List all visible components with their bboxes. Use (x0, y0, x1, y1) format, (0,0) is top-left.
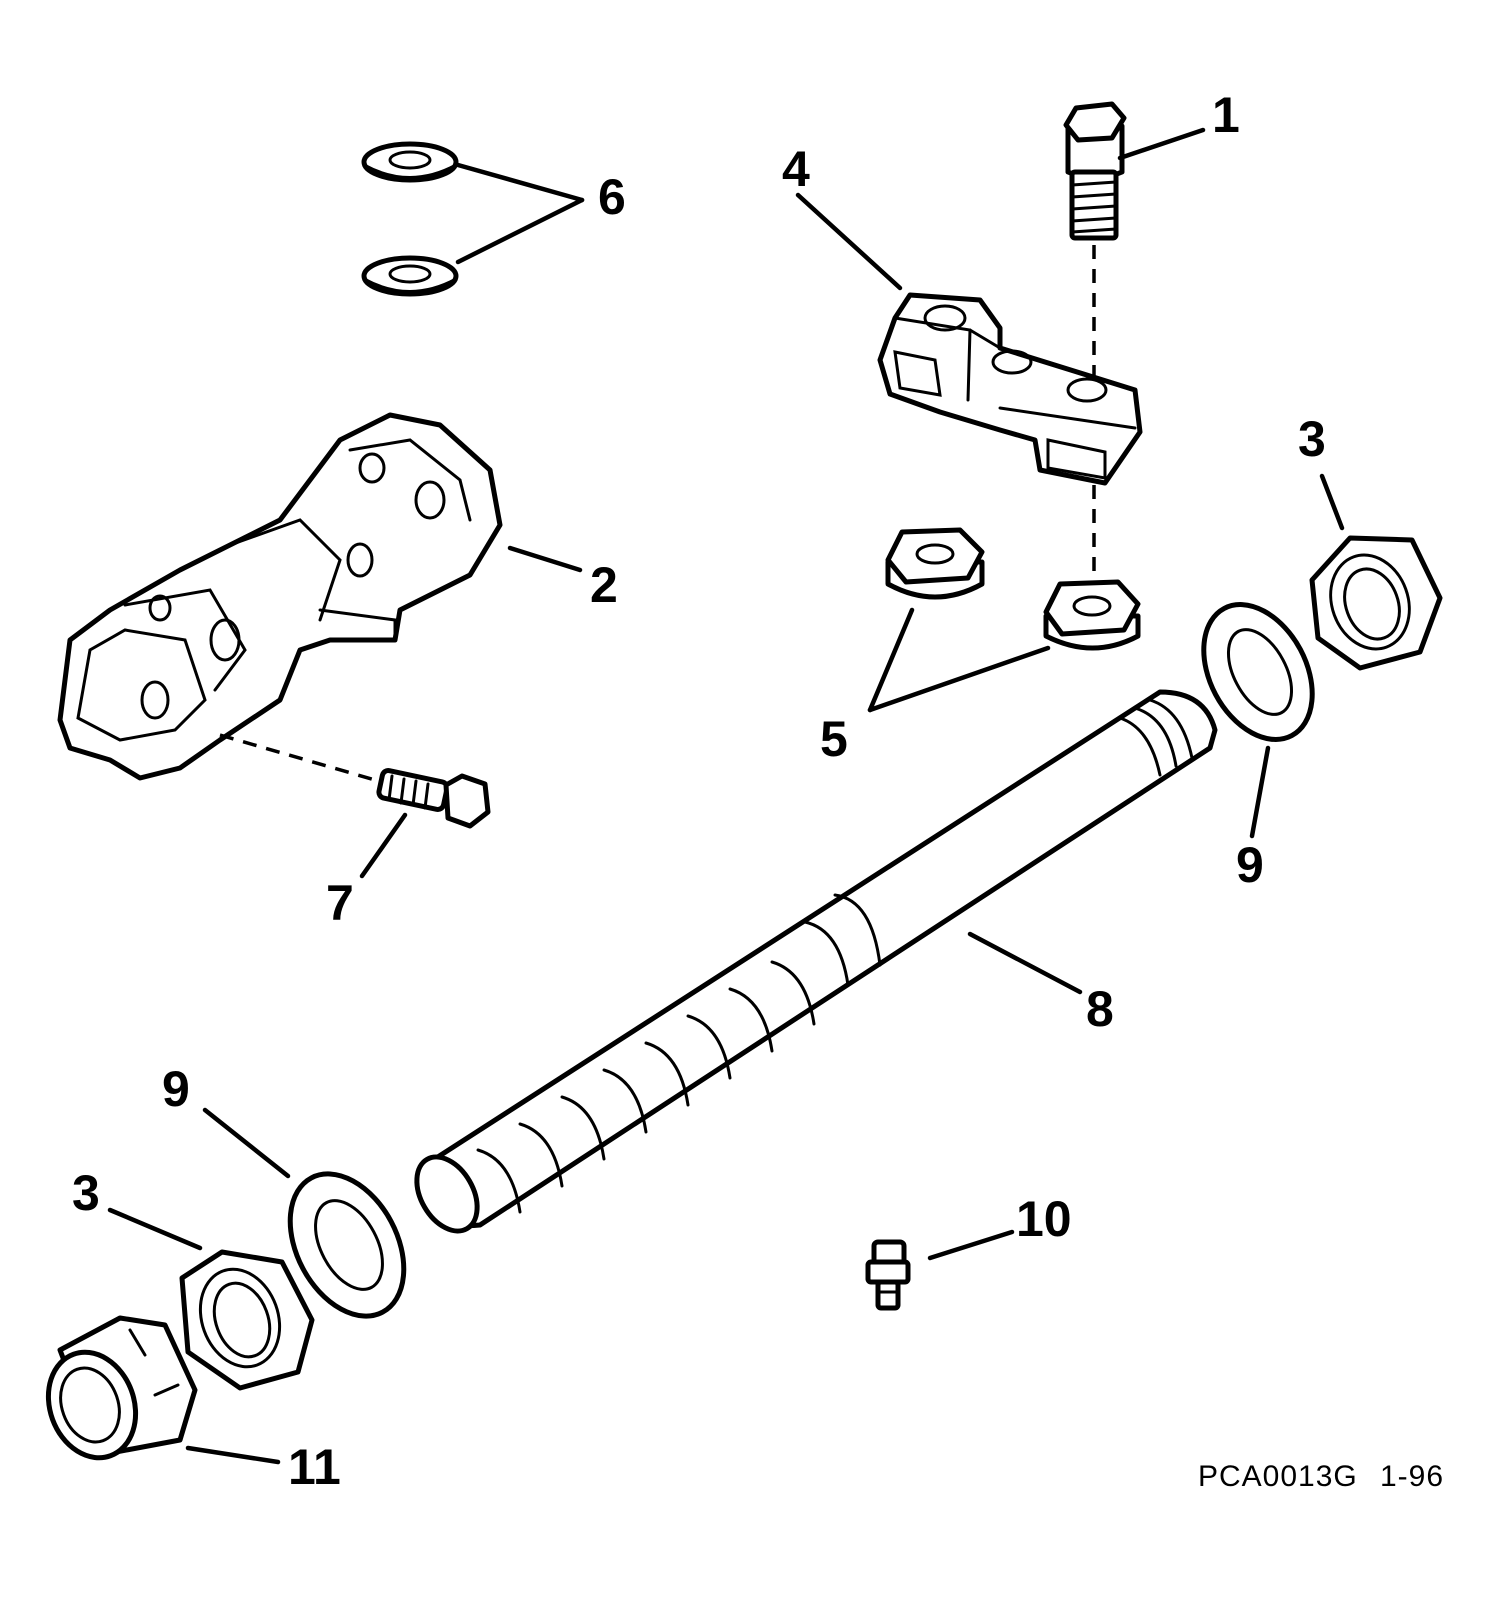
callout-6: 6 (598, 169, 626, 225)
end-cap-part-11 (45, 1315, 198, 1461)
steering-cradle-part-2 (57, 412, 503, 781)
hex-bolt-part-1 (1063, 101, 1127, 241)
sealing-washer-right-part-9 (1201, 602, 1315, 742)
callout-3-left: 3 (72, 1165, 100, 1221)
callout-9-left: 9 (162, 1061, 190, 1117)
callout-7: 7 (326, 875, 354, 931)
callout-9-right: 9 (1236, 837, 1264, 893)
assembly-axis-screw-7 (219, 733, 376, 782)
callout-3-right: 3 (1298, 411, 1326, 467)
washer-upper-part-6 (361, 141, 459, 183)
sealing-washer-left-part-9 (287, 1171, 407, 1319)
revision-date: 1-96 (1380, 1460, 1444, 1493)
callout-8: 8 (1086, 981, 1114, 1037)
washer-lower-part-6 (361, 255, 459, 297)
jam-nut-right-part-3 (1309, 535, 1443, 671)
grease-fitting-part-10 (865, 1239, 911, 1311)
jam-nut-left-part-3 (179, 1249, 315, 1391)
hex-nut-left-part-5 (885, 527, 985, 600)
drawing-code: PCA0013G (1198, 1460, 1358, 1493)
callout-1: 1 (1212, 87, 1240, 143)
callout-4: 4 (782, 141, 810, 197)
callout-2: 2 (590, 557, 618, 613)
leader-lines (107, 127, 1345, 1465)
callout-11: 11 (288, 1439, 341, 1495)
callout-10: 10 (1016, 1191, 1072, 1247)
hex-screw-part-7 (376, 768, 491, 829)
hex-nut-right-part-5 (1043, 579, 1141, 651)
clamp-bracket-part-4 (877, 292, 1143, 486)
callout-5: 5 (820, 711, 848, 767)
steering-tube-part-8 (414, 689, 1218, 1234)
